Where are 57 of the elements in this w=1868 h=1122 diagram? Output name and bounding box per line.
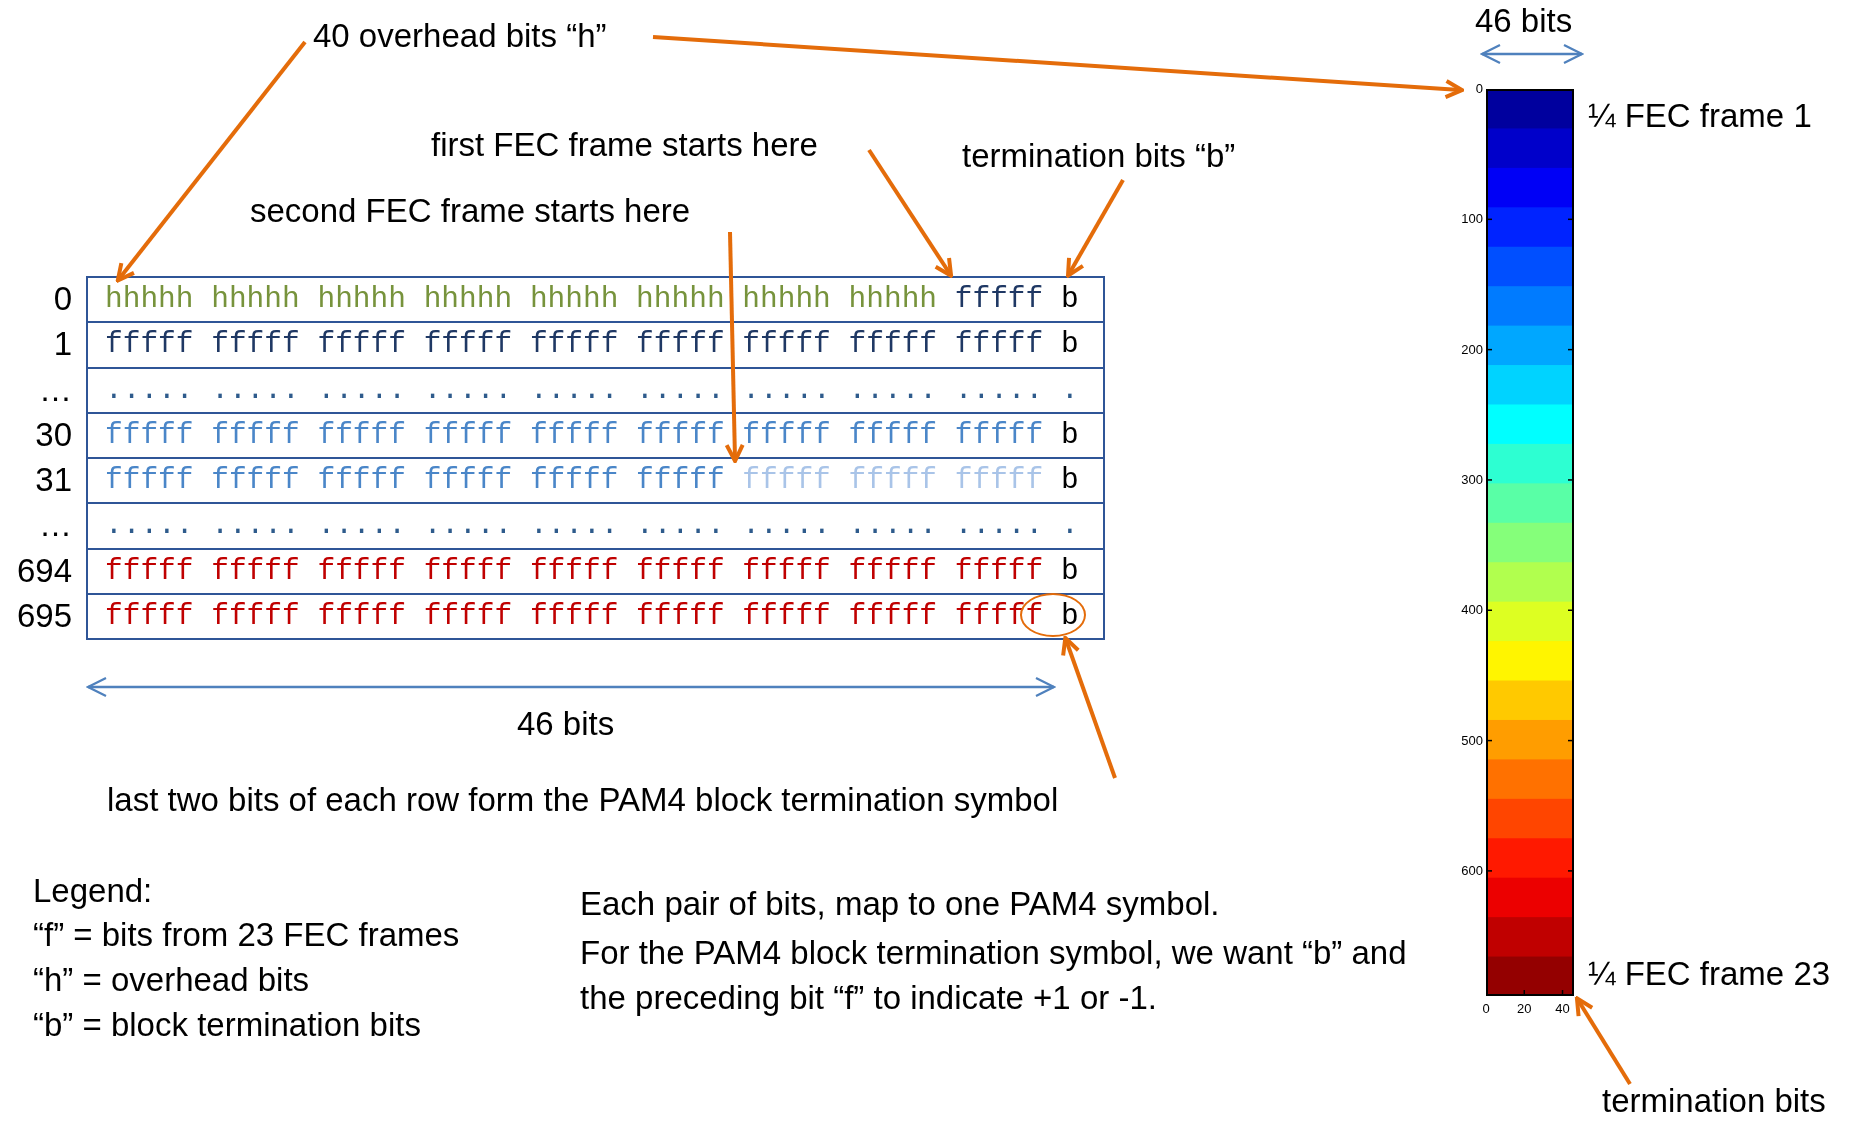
callout-text: last two bits of each row form the PAM4 block termination symbol [107, 781, 1059, 819]
axis-tick-label: 0 [1475, 81, 1483, 97]
axis-tick-label: 600 [1461, 862, 1483, 879]
legend-entry: “f” = bits from 23 FEC frames [33, 916, 460, 954]
axis-tick-label: 500 [1461, 732, 1483, 749]
callout-text: termination bits “b” [962, 137, 1236, 175]
axis-tick-label: 100 [1461, 211, 1483, 228]
bit-row [86, 411, 1105, 459]
row-number: … [39, 370, 72, 409]
bit-row [86, 366, 1105, 414]
bit-sequence: fffff fffff fffff fffff fffff fffff fffff fffff fffff b [105, 463, 1079, 497]
axis-tick-label: 0 [1482, 1001, 1490, 1017]
bit-sequence: fffff fffff fffff fffff fffff fffff fffff fffff fffff b [105, 417, 1079, 452]
callout-text: termination bits [1602, 1082, 1826, 1120]
row-number: … [39, 506, 72, 545]
bit-sequence: hhhhh hhhhh hhhhh hhhhh hhhhh hhhhh hhhhh hhhhh fffff b [105, 282, 1079, 316]
leader-line [1574, 996, 1632, 1086]
leader-line [652, 35, 1464, 100]
axis-tick-label: 20 [1517, 1001, 1532, 1017]
bit-sequence: ..... ..... ..... ..... ..... ..... ..... ..... ..... . [105, 372, 1079, 407]
axis-tick-label: 300 [1461, 471, 1483, 488]
bit-sequence: fffff fffff fffff fffff fffff fffff fffff fffff fffff b [105, 553, 1079, 588]
note-text: For the PAM4 block termination symbol, we want “b” and the preceding bit “f” to indicate +1 or -1. [580, 933, 1408, 1018]
frame-label: ¼ FEC frame 1 [1588, 97, 1812, 135]
axis-tick-label: 40 [1555, 1001, 1570, 1017]
color-bar [1486, 89, 1574, 996]
leader-line [1066, 179, 1125, 278]
bit-row [86, 276, 1105, 324]
leader-line [1061, 635, 1117, 779]
callout-text: second FEC frame starts here [250, 192, 691, 230]
legend-entry: “b” = block termination bits [33, 1006, 421, 1044]
row-number: 694 [16, 551, 72, 590]
callout-text: first FEC frame starts here [431, 126, 818, 164]
bit-sequence: ..... ..... ..... ..... ..... ..... ..... ..... ..... . [105, 508, 1079, 543]
leader-line [115, 40, 307, 283]
legend-title: Legend: [33, 872, 153, 910]
row-number: 30 [35, 415, 72, 454]
row-number: 31 [35, 461, 72, 499]
callout-text: 40 overhead bits “h” [313, 17, 607, 55]
bit-row [86, 502, 1105, 550]
bit-row [86, 547, 1105, 595]
leader-line [724, 231, 745, 463]
bit-row [86, 321, 1105, 369]
row-number: 0 [53, 280, 72, 318]
note-text: Each pair of bits, map to one PAM4 symbol. [580, 885, 1220, 923]
axis-tick-label: 400 [1461, 602, 1483, 619]
bit-row [86, 457, 1105, 505]
axis-tick-label: 200 [1461, 341, 1483, 358]
dimension-label: 46 bits [517, 705, 615, 743]
leader-line [867, 148, 954, 278]
row-number: 695 [16, 596, 72, 635]
frame-label: ¼ FEC frame 23 [1588, 955, 1831, 993]
dimension-label: 46 bits [1475, 2, 1573, 40]
bit-sequence: fffff fffff fffff fffff fffff fffff fffff fffff fffff b [105, 327, 1079, 362]
row-number: 1 [53, 325, 72, 364]
bit-row [86, 592, 1105, 640]
legend-entry: “h” = overhead bits [33, 961, 310, 999]
